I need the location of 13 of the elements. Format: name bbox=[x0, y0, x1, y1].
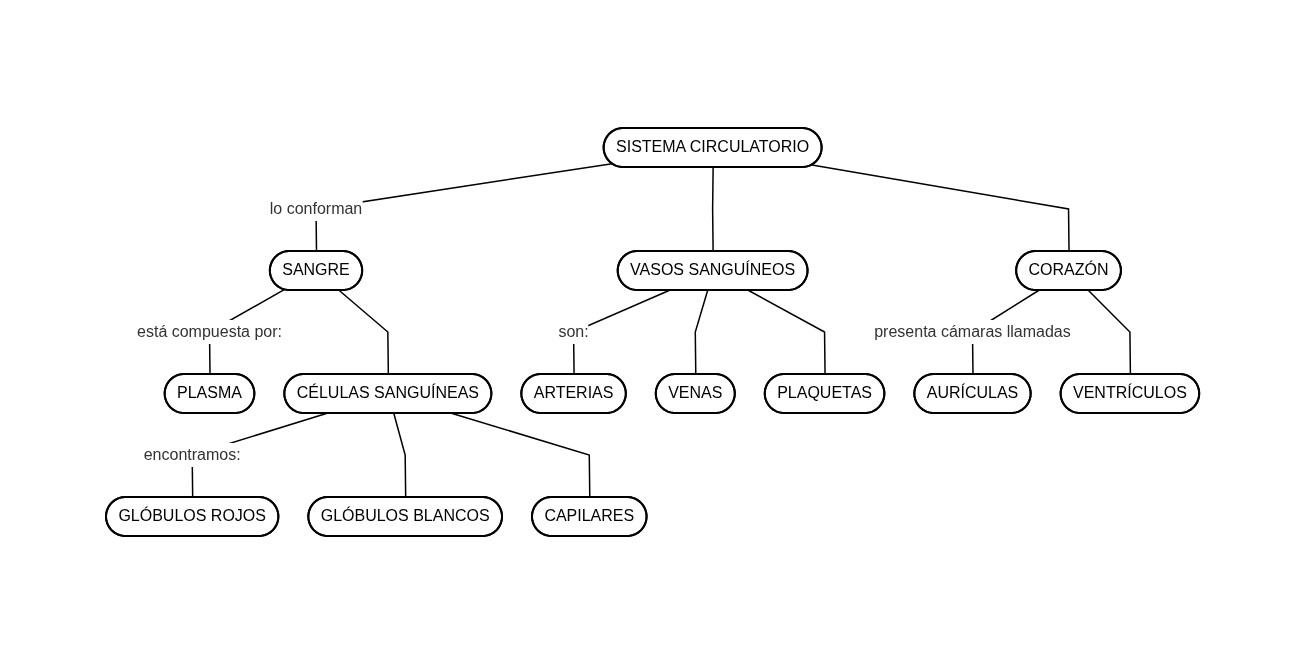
connector bbox=[451, 412, 591, 498]
connector bbox=[1088, 289, 1132, 375]
connector bbox=[748, 289, 827, 375]
edge-label: encontramos: bbox=[144, 445, 242, 463]
edge-label: lo conforman bbox=[270, 199, 363, 217]
edge-label: presenta cámaras llamadas bbox=[874, 322, 1072, 340]
connector bbox=[712, 166, 715, 252]
connector bbox=[811, 163, 1071, 252]
connector bbox=[393, 412, 407, 498]
connector bbox=[694, 289, 709, 375]
connector bbox=[338, 289, 390, 375]
edge-label: está compuesta por: bbox=[137, 322, 283, 340]
edge-label: son: bbox=[558, 322, 590, 340]
